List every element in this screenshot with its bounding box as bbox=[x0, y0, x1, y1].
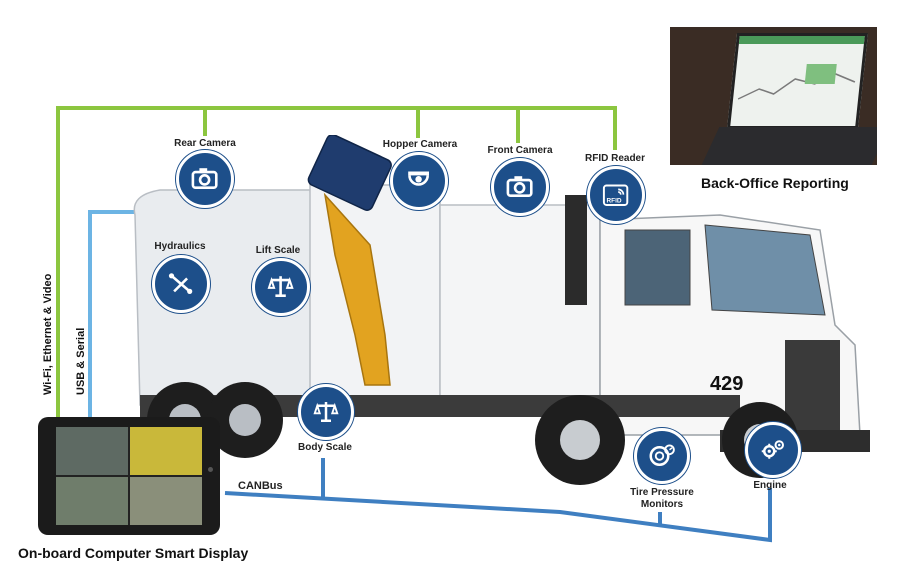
tablet-button bbox=[208, 467, 213, 472]
camera-feed bbox=[130, 477, 202, 525]
wifi-label: Wi-Fi, Ethernet & Video bbox=[42, 273, 54, 395]
scale-icon bbox=[267, 276, 295, 298]
rfid-reader-label: RFID Reader bbox=[584, 153, 645, 164]
hopper-camera-node bbox=[390, 152, 448, 210]
engine-label: Engine bbox=[753, 480, 787, 491]
hopper-camera-label: Hopper Camera bbox=[382, 139, 458, 150]
canbus-line bbox=[224, 488, 772, 543]
gears-icon bbox=[761, 440, 784, 459]
camera-feed bbox=[130, 427, 202, 475]
camera-icon bbox=[507, 176, 533, 198]
camera-icon bbox=[192, 168, 218, 190]
wifi-line bbox=[56, 106, 617, 420]
exhaust-stack bbox=[565, 195, 587, 305]
hydraulics-node bbox=[152, 255, 210, 313]
onboard-caption: On-board Computer Smart Display bbox=[18, 545, 249, 561]
truck-number: 429 bbox=[710, 373, 743, 395]
front-camera-node bbox=[491, 158, 549, 216]
back-office-caption: Back-Office Reporting bbox=[701, 175, 849, 191]
rear-camera-node bbox=[176, 150, 234, 208]
garbage-cart bbox=[307, 135, 392, 211]
lift-arm bbox=[323, 192, 391, 386]
hydraulics-icon bbox=[169, 273, 193, 295]
cab-door-window bbox=[624, 229, 691, 306]
lift-scale-label: Lift Scale bbox=[255, 245, 301, 256]
tire-gauge-icon bbox=[649, 444, 675, 466]
camera-feed bbox=[56, 427, 128, 475]
garbage-truck: 429 bbox=[133, 135, 870, 485]
engine-node bbox=[745, 422, 801, 478]
cab-windshield bbox=[704, 224, 826, 316]
smart-display-tablet bbox=[38, 417, 220, 535]
scale-icon bbox=[313, 402, 339, 422]
body-scale-label: Body Scale bbox=[298, 442, 352, 453]
wheel bbox=[207, 382, 283, 458]
rfid-reader-node: RFID bbox=[587, 166, 645, 224]
body-scale-node bbox=[298, 384, 354, 440]
front-camera-label: Front Camera bbox=[487, 145, 553, 156]
back-office-photo bbox=[670, 27, 877, 165]
canbus-label: CANBus bbox=[238, 480, 283, 492]
rear-camera-label: Rear Camera bbox=[174, 138, 236, 149]
truck-grille bbox=[785, 340, 840, 430]
wheel bbox=[535, 395, 625, 485]
rfid-icon-text: RFID bbox=[607, 198, 622, 205]
hydraulics-label: Hydraulics bbox=[154, 241, 206, 252]
laptop-screen bbox=[726, 33, 869, 129]
tire-pressure-label-line1: Tire Pressure bbox=[630, 487, 694, 498]
usb-label: USB & Serial bbox=[75, 327, 87, 395]
laptop-keyboard bbox=[700, 127, 877, 165]
rfid-icon: RFID bbox=[603, 184, 629, 207]
lift-scale-node bbox=[252, 258, 310, 316]
dome-camera-icon bbox=[408, 171, 430, 187]
tablet-screen bbox=[56, 427, 202, 525]
tire-pressure-label-line2: Monitors bbox=[640, 499, 684, 510]
camera-feed bbox=[56, 477, 128, 525]
tire-pressure-node bbox=[634, 428, 690, 484]
